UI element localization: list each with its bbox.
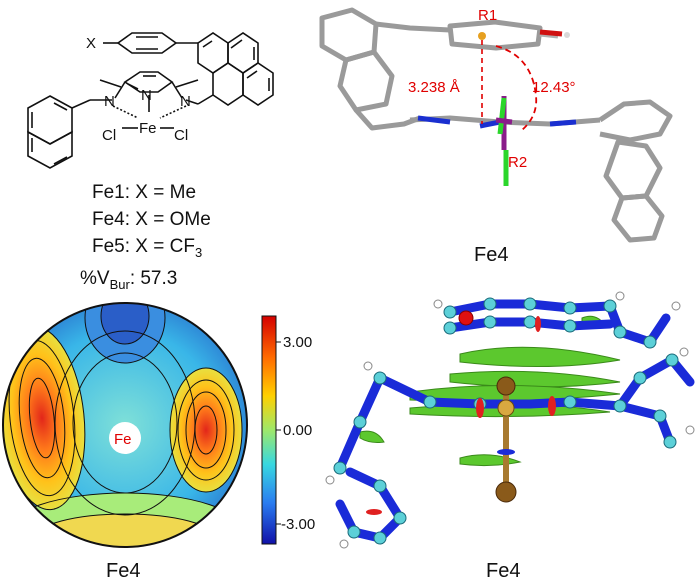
imine-n-right-label: N: [180, 93, 191, 110]
compound-substituent: CF: [169, 236, 195, 257]
crystal-caption: Fe4: [474, 244, 509, 266]
ring-centroid: [478, 32, 486, 40]
steric-lobe-right: [170, 368, 242, 492]
imine-n-left-label: N: [104, 93, 115, 110]
naphthyl-ring-c: [27, 95, 73, 145]
oxygen-atom: [458, 310, 474, 326]
compound-substituent: OMe: [169, 209, 211, 230]
compound-substituent: Me: [169, 182, 197, 203]
substituent-x-label: X: [86, 35, 96, 52]
nci-plot: [325, 291, 695, 549]
steric-map-caption: Fe4: [106, 560, 141, 582]
vbur-subscript: Bur: [109, 276, 130, 292]
colorbar: [261, 315, 277, 545]
fe-atom: [497, 399, 515, 417]
angle-arc: [495, 45, 538, 131]
angle-label: 12.43°: [532, 79, 576, 96]
buried-volume: %VBur: 57.3: [80, 268, 177, 292]
chemical-structure: X N N N Fe Cl Cl: [27, 32, 274, 169]
compound-name: Fe1: [92, 182, 125, 203]
compound-sep: : X =: [124, 209, 170, 230]
steric-lobe-left: [3, 326, 85, 510]
nci-caption: Fe4: [486, 560, 521, 582]
vbur-prefix: %V: [80, 268, 110, 289]
naphthyl-ring-a: [197, 32, 229, 74]
cl-left-label: Cl: [102, 127, 116, 144]
cl-right-label: Cl: [174, 127, 188, 144]
compound-fe1: Fe1: X = Me: [92, 182, 196, 204]
compound-subscript: 3: [194, 244, 203, 260]
compound-sep: : X =: [124, 236, 170, 257]
crystal-structure: R1 R2 3.238 Å 12.43°: [319, 7, 673, 243]
colorbar-tick-min: -3.00: [281, 516, 315, 533]
ring-r1-label: R1: [478, 7, 497, 24]
distance-label: 3.238 Å: [408, 79, 460, 96]
steric-map-border: [2, 302, 248, 548]
steric-map: Fe 3.00 0.00 -3.00: [2, 302, 315, 548]
compound-name: Fe5: [92, 236, 125, 257]
fe-center-label: Fe: [114, 431, 132, 448]
fe-center-disc: [109, 422, 141, 454]
fe-atom-label: Fe: [139, 120, 157, 137]
compound-fe5: Fe5: X = CF3: [92, 236, 202, 260]
colorbar-tick-max: 3.00: [283, 334, 312, 351]
compound-fe4: Fe4: X = OMe: [92, 209, 211, 231]
naphthyl-ring-b: [212, 62, 244, 106]
colorbar-tick-zero: 0.00: [283, 422, 312, 439]
nci-surface-upper: [459, 346, 621, 368]
compound-sep: : X =: [124, 182, 170, 203]
ring-r2-label: R2: [508, 154, 527, 171]
pyridine-n-label: N: [141, 87, 152, 104]
phenyl-ring: [116, 32, 178, 54]
compound-name: Fe4: [92, 209, 125, 230]
vbur-value: : 57.3: [129, 268, 178, 289]
